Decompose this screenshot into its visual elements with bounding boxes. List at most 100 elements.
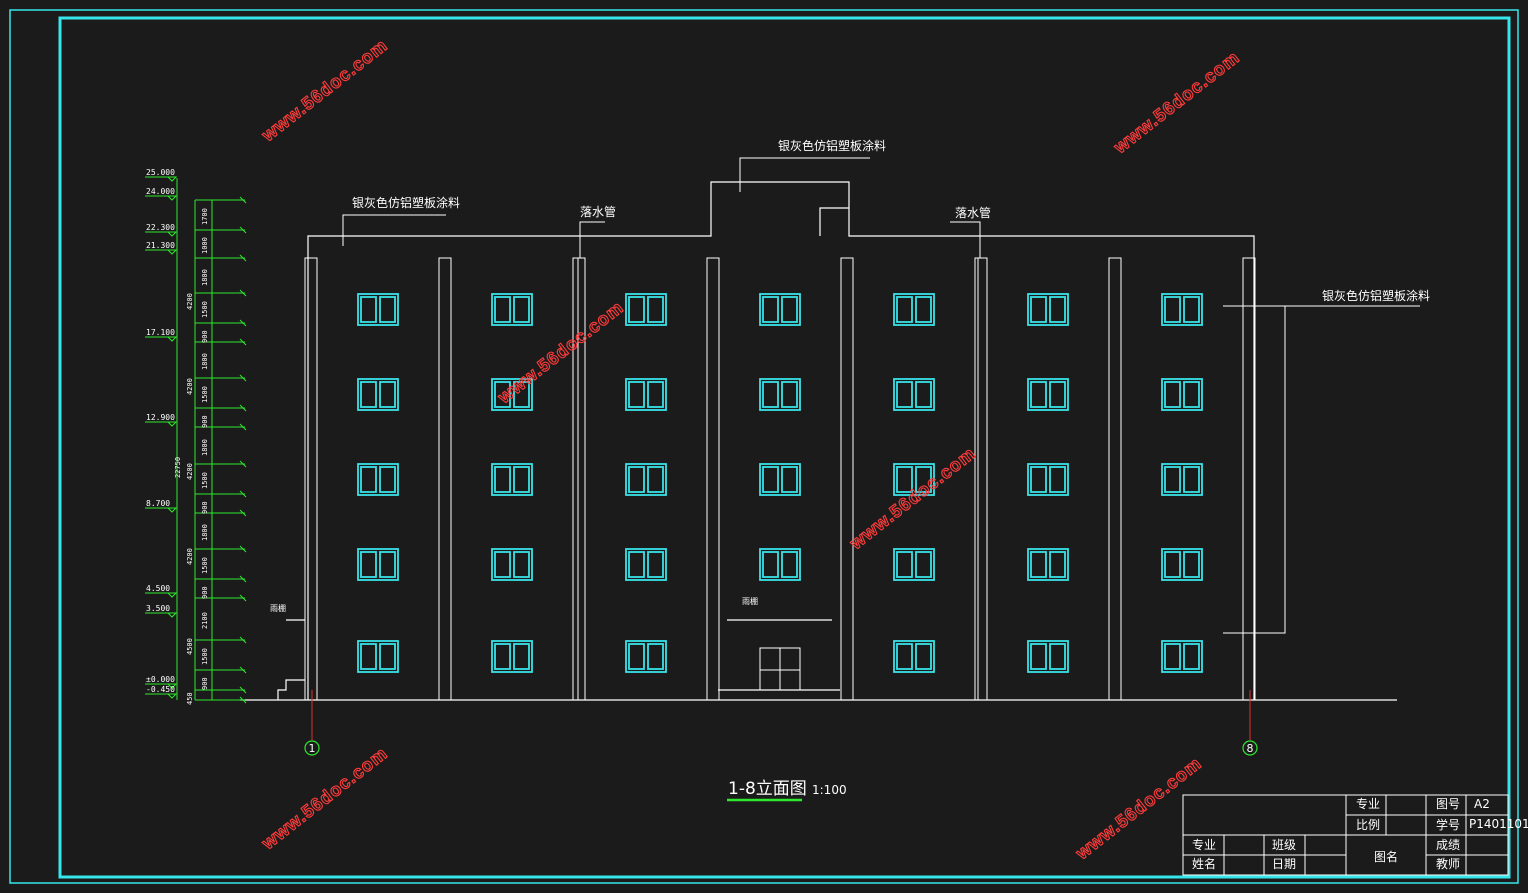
window bbox=[357, 548, 399, 581]
dim-tick-slash bbox=[239, 686, 247, 694]
window bbox=[491, 378, 533, 411]
level-label: 24.000 bbox=[146, 187, 175, 196]
window bbox=[1027, 548, 1069, 581]
watermark-6: www.56doc.com bbox=[1071, 753, 1205, 864]
window bbox=[491, 293, 533, 326]
axis-label-1: 1 bbox=[309, 742, 316, 755]
window bbox=[357, 293, 399, 326]
dim-tick-slash bbox=[239, 636, 247, 644]
dim-tick-slash bbox=[239, 319, 247, 327]
inner-dimension-label: 1500 bbox=[201, 386, 209, 403]
level-label: 25.000 bbox=[146, 168, 175, 177]
level-marker bbox=[145, 336, 178, 342]
axis-marker-left: 1 bbox=[304, 690, 320, 756]
material-label-left: 银灰色仿铝塑板涂料 bbox=[352, 195, 460, 210]
window bbox=[491, 548, 533, 581]
level-label: 17.100 bbox=[146, 328, 175, 337]
tb-scale-label: 比例 bbox=[1356, 818, 1380, 832]
window bbox=[625, 548, 667, 581]
inner-dimension-label: 900 bbox=[201, 586, 209, 599]
dim-tick-slash bbox=[239, 423, 247, 431]
level-marker bbox=[145, 592, 178, 598]
level-marker bbox=[145, 683, 178, 689]
dim-tick-slash bbox=[239, 575, 247, 583]
material-label-right: 银灰色仿铝塑板涂料 bbox=[1322, 288, 1430, 303]
level-marker bbox=[145, 249, 178, 255]
pilaster bbox=[304, 257, 318, 701]
outer-dimension-label: 450 bbox=[186, 692, 194, 705]
outer-frame bbox=[9, 9, 1519, 884]
level-marker bbox=[145, 176, 178, 182]
downpipe-label-right: 落水管 bbox=[955, 205, 991, 220]
window bbox=[893, 640, 935, 673]
window bbox=[1027, 293, 1069, 326]
window bbox=[625, 293, 667, 326]
level-label: 22.300 bbox=[146, 223, 175, 232]
pilasters bbox=[304, 257, 1256, 701]
level-marker bbox=[145, 507, 178, 513]
downpipe-label-left: 落水管 bbox=[580, 204, 616, 219]
dim-tick-slash bbox=[239, 374, 247, 382]
window bbox=[1161, 640, 1203, 673]
dim-tick-slash bbox=[239, 226, 247, 234]
dim-tick-slash bbox=[239, 545, 247, 553]
dim-tick-slash bbox=[239, 289, 247, 297]
tb-class-label: 班级 bbox=[1272, 838, 1296, 852]
dim-tick-slash bbox=[239, 509, 247, 517]
tb-date-label: 日期 bbox=[1272, 857, 1296, 871]
inner-dimension-label: 1800 bbox=[201, 524, 209, 541]
tb-major-label: 专业 bbox=[1356, 796, 1380, 811]
watermark-2: www.56doc.com bbox=[1109, 47, 1243, 158]
axis-marker-right: 8 bbox=[1242, 690, 1258, 756]
outer-dimension-label: 4200 bbox=[186, 378, 194, 395]
window bbox=[893, 378, 935, 411]
window bbox=[893, 463, 935, 496]
drawing-scale: 1:100 bbox=[812, 783, 847, 797]
inner-dimension-labels: 1700100018001500900180015009001800150090… bbox=[201, 208, 209, 690]
window bbox=[759, 293, 801, 326]
material-label-top: 银灰色仿铝塑板涂料 bbox=[778, 138, 886, 153]
window bbox=[625, 463, 667, 496]
watermark-4: www.56doc.com bbox=[845, 443, 979, 554]
level-marker bbox=[145, 421, 178, 427]
level-markers bbox=[145, 176, 178, 699]
inner-dimension-label: 2100 bbox=[201, 612, 209, 629]
window bbox=[759, 463, 801, 496]
window bbox=[1027, 463, 1069, 496]
window bbox=[491, 640, 533, 673]
inner-dimension-label: 1000 bbox=[201, 237, 209, 254]
level-labels: 25.00024.00022.30021.30017.10012.9008.70… bbox=[146, 168, 175, 694]
inner-dimension-label: 900 bbox=[201, 330, 209, 343]
inner-dimension-label: 900 bbox=[201, 677, 209, 690]
canopy-note-entry: 雨棚 bbox=[742, 596, 758, 606]
pilaster bbox=[438, 257, 452, 701]
dim-tick-slash bbox=[239, 254, 247, 262]
outer-dimension-label: 4200 bbox=[186, 293, 194, 310]
window-grid bbox=[357, 293, 1203, 673]
level-marker bbox=[145, 195, 178, 201]
inner-dimension-label: 1500 bbox=[201, 301, 209, 318]
dim-tick-slash bbox=[239, 696, 247, 704]
dim-tick-slash bbox=[239, 404, 247, 412]
level-label: 12.900 bbox=[146, 413, 175, 422]
dimension-lines bbox=[176, 178, 213, 700]
level-label: 4.500 bbox=[146, 584, 170, 593]
window bbox=[1161, 463, 1203, 496]
inner-dimension-label: 1700 bbox=[201, 208, 209, 225]
window bbox=[893, 293, 935, 326]
outer-dimension-label: 4200 bbox=[186, 548, 194, 565]
level-label: 8.700 bbox=[146, 499, 170, 508]
level-label: -0.450 bbox=[146, 685, 175, 694]
window bbox=[1027, 378, 1069, 411]
dim-tick-slash bbox=[239, 196, 247, 204]
tb-drawing-no-label: 图号 bbox=[1436, 797, 1460, 811]
window bbox=[491, 463, 533, 496]
dimension-ticks bbox=[195, 196, 247, 704]
tb-teacher-label: 教师 bbox=[1436, 856, 1460, 871]
window bbox=[357, 378, 399, 411]
canopy-note-left: 雨棚 bbox=[270, 603, 286, 613]
window bbox=[893, 548, 935, 581]
window bbox=[1161, 378, 1203, 411]
leader-lines bbox=[342, 157, 1420, 634]
